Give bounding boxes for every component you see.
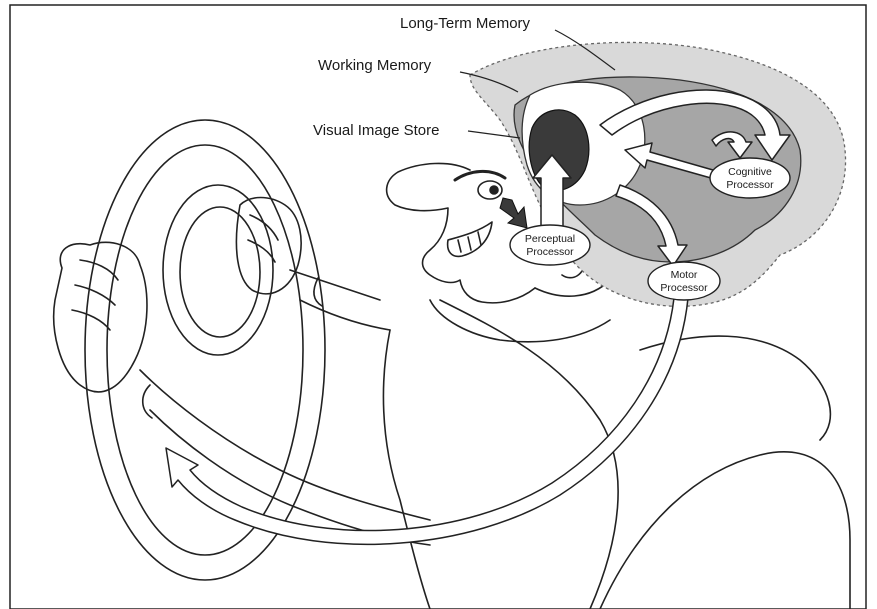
cognitive-processor-label-1: Cognitive — [728, 166, 772, 178]
visual-image-store-label: Visual Image Store — [313, 122, 439, 139]
perceptual-processor: Perceptual Processor — [510, 225, 590, 265]
cognitive-processor: Cognitive Processor — [710, 158, 790, 198]
motor-processor-oval — [648, 262, 720, 300]
cognitive-processor-label-2: Processor — [726, 179, 774, 191]
cognitive-processor-oval — [710, 158, 790, 198]
perceptual-processor-label-1: Perceptual — [525, 233, 575, 245]
perceptual-processor-oval — [510, 225, 590, 265]
perceptual-processor-label-2: Processor — [526, 246, 574, 258]
eye-pupil — [490, 186, 498, 194]
motor-processor: Motor Processor — [648, 262, 720, 300]
motor-processor-label-1: Motor — [671, 269, 698, 281]
long-term-memory-label: Long-Term Memory — [400, 15, 531, 32]
motor-processor-label-2: Processor — [660, 282, 708, 294]
working-memory-label: Working Memory — [318, 57, 432, 74]
